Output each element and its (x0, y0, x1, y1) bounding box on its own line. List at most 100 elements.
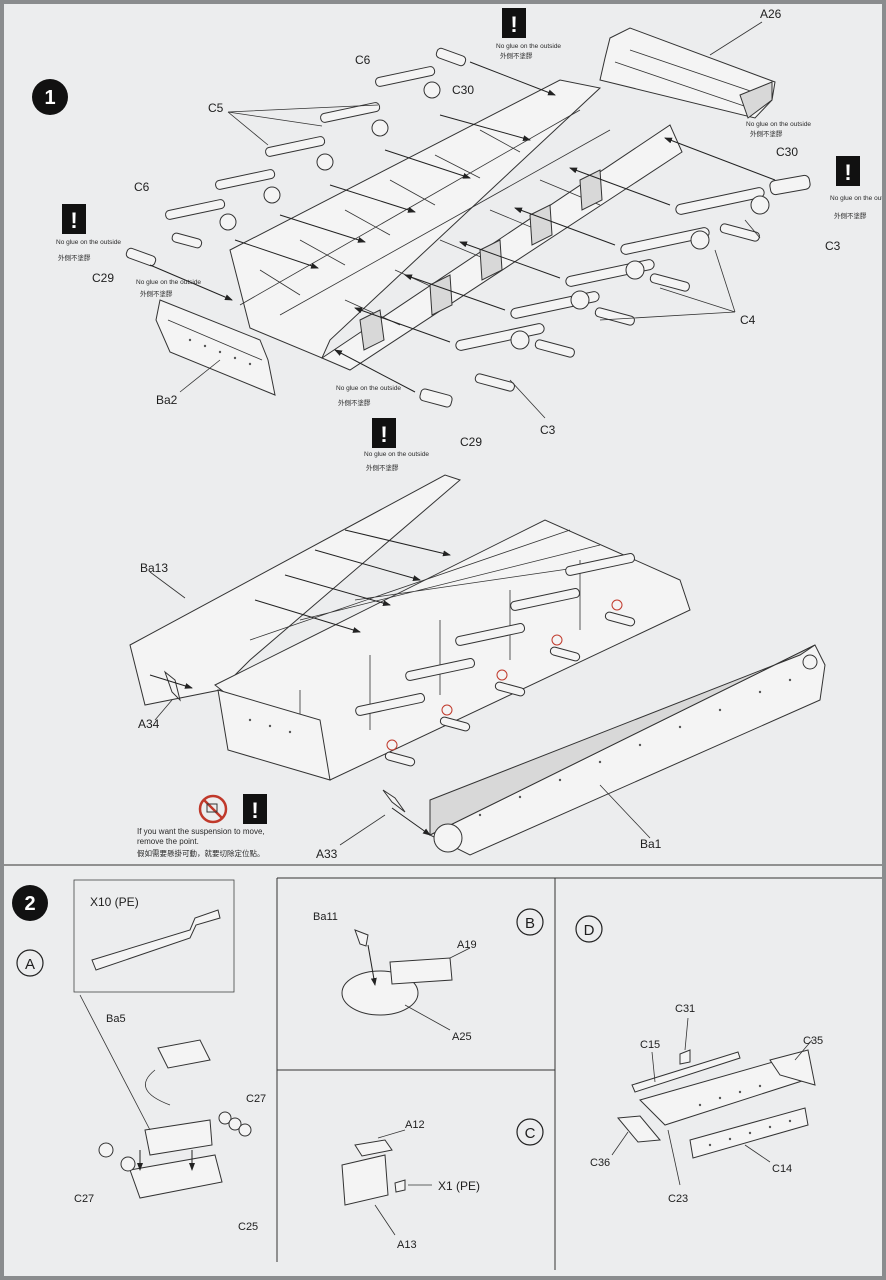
warning-text-en: No glue on the outside (830, 195, 882, 202)
suspension-note-line1: If you want the suspension to move, (137, 827, 265, 836)
warning-no-glue-left: ! No glue on the outside 外側不塗膠 (56, 204, 121, 262)
label-a19: A19 (457, 939, 477, 951)
label-c25: C25 (238, 1221, 258, 1233)
panel-c: C A12 X1 (PE) A13 (341, 1118, 544, 1251)
label-a13: A13 (397, 1239, 417, 1251)
warning-no-glue-top: ! No glue on the outside 外側不塗膠 (496, 8, 561, 60)
label-ba11: Ba11 (313, 911, 338, 923)
svg-text:!: ! (251, 798, 258, 823)
pe-detail-box (73, 879, 235, 993)
warning-no-glue-left-small: No glue on the outside 外側不塗膠 (136, 279, 201, 298)
step2-number: 2 (24, 893, 35, 915)
label-c27-left: C27 (74, 1193, 94, 1205)
label-c35: C35 (803, 1035, 823, 1047)
panel-b: B Ba11 A19 A25 (313, 908, 544, 1043)
part-ba5 (157, 1039, 211, 1069)
step1-section: 1 (32, 7, 882, 861)
warning-text-en: No glue on the outside (496, 43, 561, 50)
part-c36 (617, 1115, 661, 1143)
part-c15 (631, 1051, 741, 1093)
step2-badge: 2 (12, 885, 48, 921)
svg-text:!: ! (844, 160, 851, 185)
step1-labels: A26 C30 C30 C6 C6 C5 C29 C29 C3 C3 C4 Ba… (92, 7, 841, 861)
part-a19 (389, 957, 453, 985)
label-c6-left: C6 (134, 180, 150, 194)
warning-text-zh: 外側不塗膠 (140, 289, 173, 298)
panel-b-circle: B (525, 915, 535, 932)
pin-c29-bottom (419, 388, 453, 408)
warning-text-en: No glue on the outside (746, 121, 811, 128)
part-c25 (129, 1154, 223, 1199)
label-c15: C15 (640, 1039, 660, 1051)
svg-text:!: ! (380, 422, 387, 447)
label-ba2: Ba2 (156, 393, 178, 407)
svg-text:!: ! (70, 208, 77, 233)
lower-hull-assembled (129, 474, 826, 856)
instruction-sheet: 1 (4, 4, 882, 1276)
warning-text-en: No glue on the outside (136, 279, 201, 286)
suspension-note-line2: remove the point. (137, 837, 199, 846)
step2-section: 2 A X10 (PE) Ba5 C27 C27 C25 (4, 864, 882, 1270)
step1-leaders (179, 21, 763, 419)
label-c36: C36 (590, 1157, 610, 1169)
part-x1 (394, 1179, 406, 1193)
part-c31 (679, 1049, 691, 1065)
part-c27-group (98, 1111, 252, 1172)
label-c23: C23 (668, 1193, 688, 1205)
part-c35 (769, 1049, 816, 1086)
step1-arrows (149, 61, 776, 393)
part-ba2 (155, 299, 276, 396)
label-a12: A12 (405, 1119, 425, 1131)
label-x1: X1 (PE) (438, 1179, 480, 1193)
label-a26: A26 (760, 7, 782, 21)
part-a26 (599, 27, 776, 119)
pin-c30-right (769, 174, 811, 196)
label-c6-top: C6 (355, 53, 371, 67)
label-c29-bottom: C29 (460, 435, 482, 449)
label-c27-top: C27 (246, 1093, 266, 1105)
part-ba11 (354, 929, 369, 947)
label-c30-top: C30 (452, 83, 474, 97)
label-c4: C4 (740, 313, 756, 327)
label-c3-right: C3 (825, 239, 841, 253)
suspension-arms-left (165, 66, 441, 249)
no-glue-cut-icon (198, 794, 228, 824)
label-ba1: Ba1 (640, 837, 662, 851)
warning-text-zh: 外側不塗膠 (366, 463, 399, 472)
label-c29-left: C29 (92, 271, 114, 285)
label-a34: A34 (138, 717, 160, 731)
panel-c-circle: C (525, 1125, 536, 1142)
warning-no-glue-right-small: No glue on the outside 外側不塗膠 (746, 121, 811, 138)
label-c5: C5 (208, 101, 224, 115)
label-a25: A25 (452, 1031, 472, 1043)
warning-text-zh: 外側不塗膠 (834, 211, 867, 220)
part-x10 (91, 909, 221, 971)
warning-text-en: No glue on the outside (56, 239, 121, 246)
instruction-artwork: 1 (4, 7, 882, 1270)
warning-text-zh: 外側不塗膠 (500, 51, 533, 60)
panel-a-circle: A (25, 956, 35, 973)
warning-suspension-move: ! If you want the suspension to move, re… (137, 794, 267, 858)
label-ba13: Ba13 (140, 561, 168, 575)
warning-no-glue-right: ! No glue on the outside 外側不塗膠 (830, 156, 882, 220)
part-a12 (354, 1139, 393, 1157)
warning-no-glue-bottom: ! No glue on the outside 外側不塗膠 (364, 418, 429, 472)
panel-d-circle: D (584, 922, 595, 939)
label-c3-bottom: C3 (540, 423, 556, 437)
label-c31: C31 (675, 1003, 695, 1015)
part-a13 (341, 1154, 389, 1206)
label-c30-right: C30 (776, 145, 798, 159)
upper-hull-exploded (229, 79, 683, 371)
step1-number: 1 (44, 87, 55, 109)
label-a33: A33 (316, 847, 338, 861)
warning-text-zh: 外側不塗膠 (58, 253, 91, 262)
warning-text-en: No glue on the outside (364, 451, 429, 458)
suspension-arms-right (455, 187, 770, 392)
pin-c29-left (125, 247, 157, 267)
pin-c30-top (435, 47, 467, 67)
warning-text-zh: 外側不塗膠 (750, 129, 783, 138)
panel-d: D C31 C15 C35 C36 C14 C23 (575, 915, 823, 1205)
label-ba5: Ba5 (106, 1013, 126, 1025)
suspension-note-zh: 假如需要懸掛可動，就要切除定位點。 (137, 848, 265, 858)
pe-box-title: X10 (PE) (90, 895, 139, 909)
